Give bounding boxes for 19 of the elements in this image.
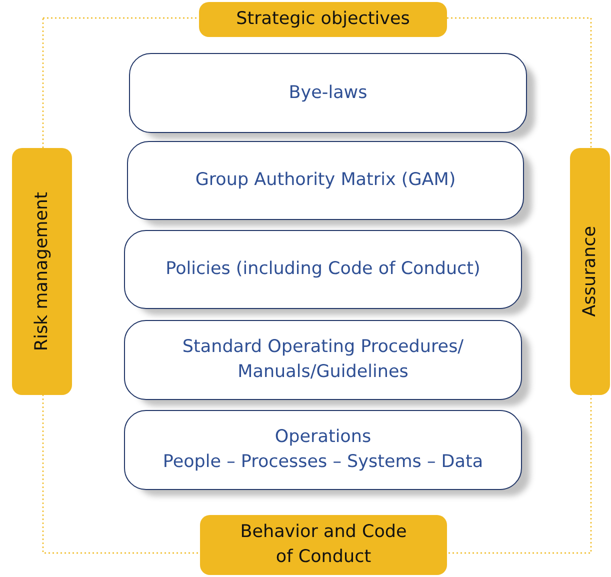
label-panel	[200, 515, 447, 575]
tier-box	[129, 53, 527, 133]
tier-box	[127, 141, 524, 220]
label-panel	[12, 148, 72, 395]
tier-box	[124, 410, 522, 490]
tier-box	[124, 230, 522, 309]
label-panel	[199, 2, 447, 37]
box-label: Standard Operating Procedures/ Manuals/Guidelines	[181, 336, 465, 384]
box-label: Bye-laws	[288, 82, 368, 104]
label-panel	[570, 148, 610, 395]
tier-box	[124, 320, 522, 400]
box-label: Operations	[274, 426, 372, 449]
box-label: Policies (including Code of Conduct)	[166, 258, 480, 281]
box-label: Behavior and Code of Conduct	[239, 521, 408, 569]
box-label: People – Processes – Systems – Data	[162, 451, 484, 474]
box-label: Assurance	[578, 226, 600, 317]
box-label: Strategic objectives	[236, 8, 410, 31]
box-label: Risk management	[30, 192, 52, 352]
box-label: Group Authority Matrix (GAM)	[195, 169, 456, 192]
